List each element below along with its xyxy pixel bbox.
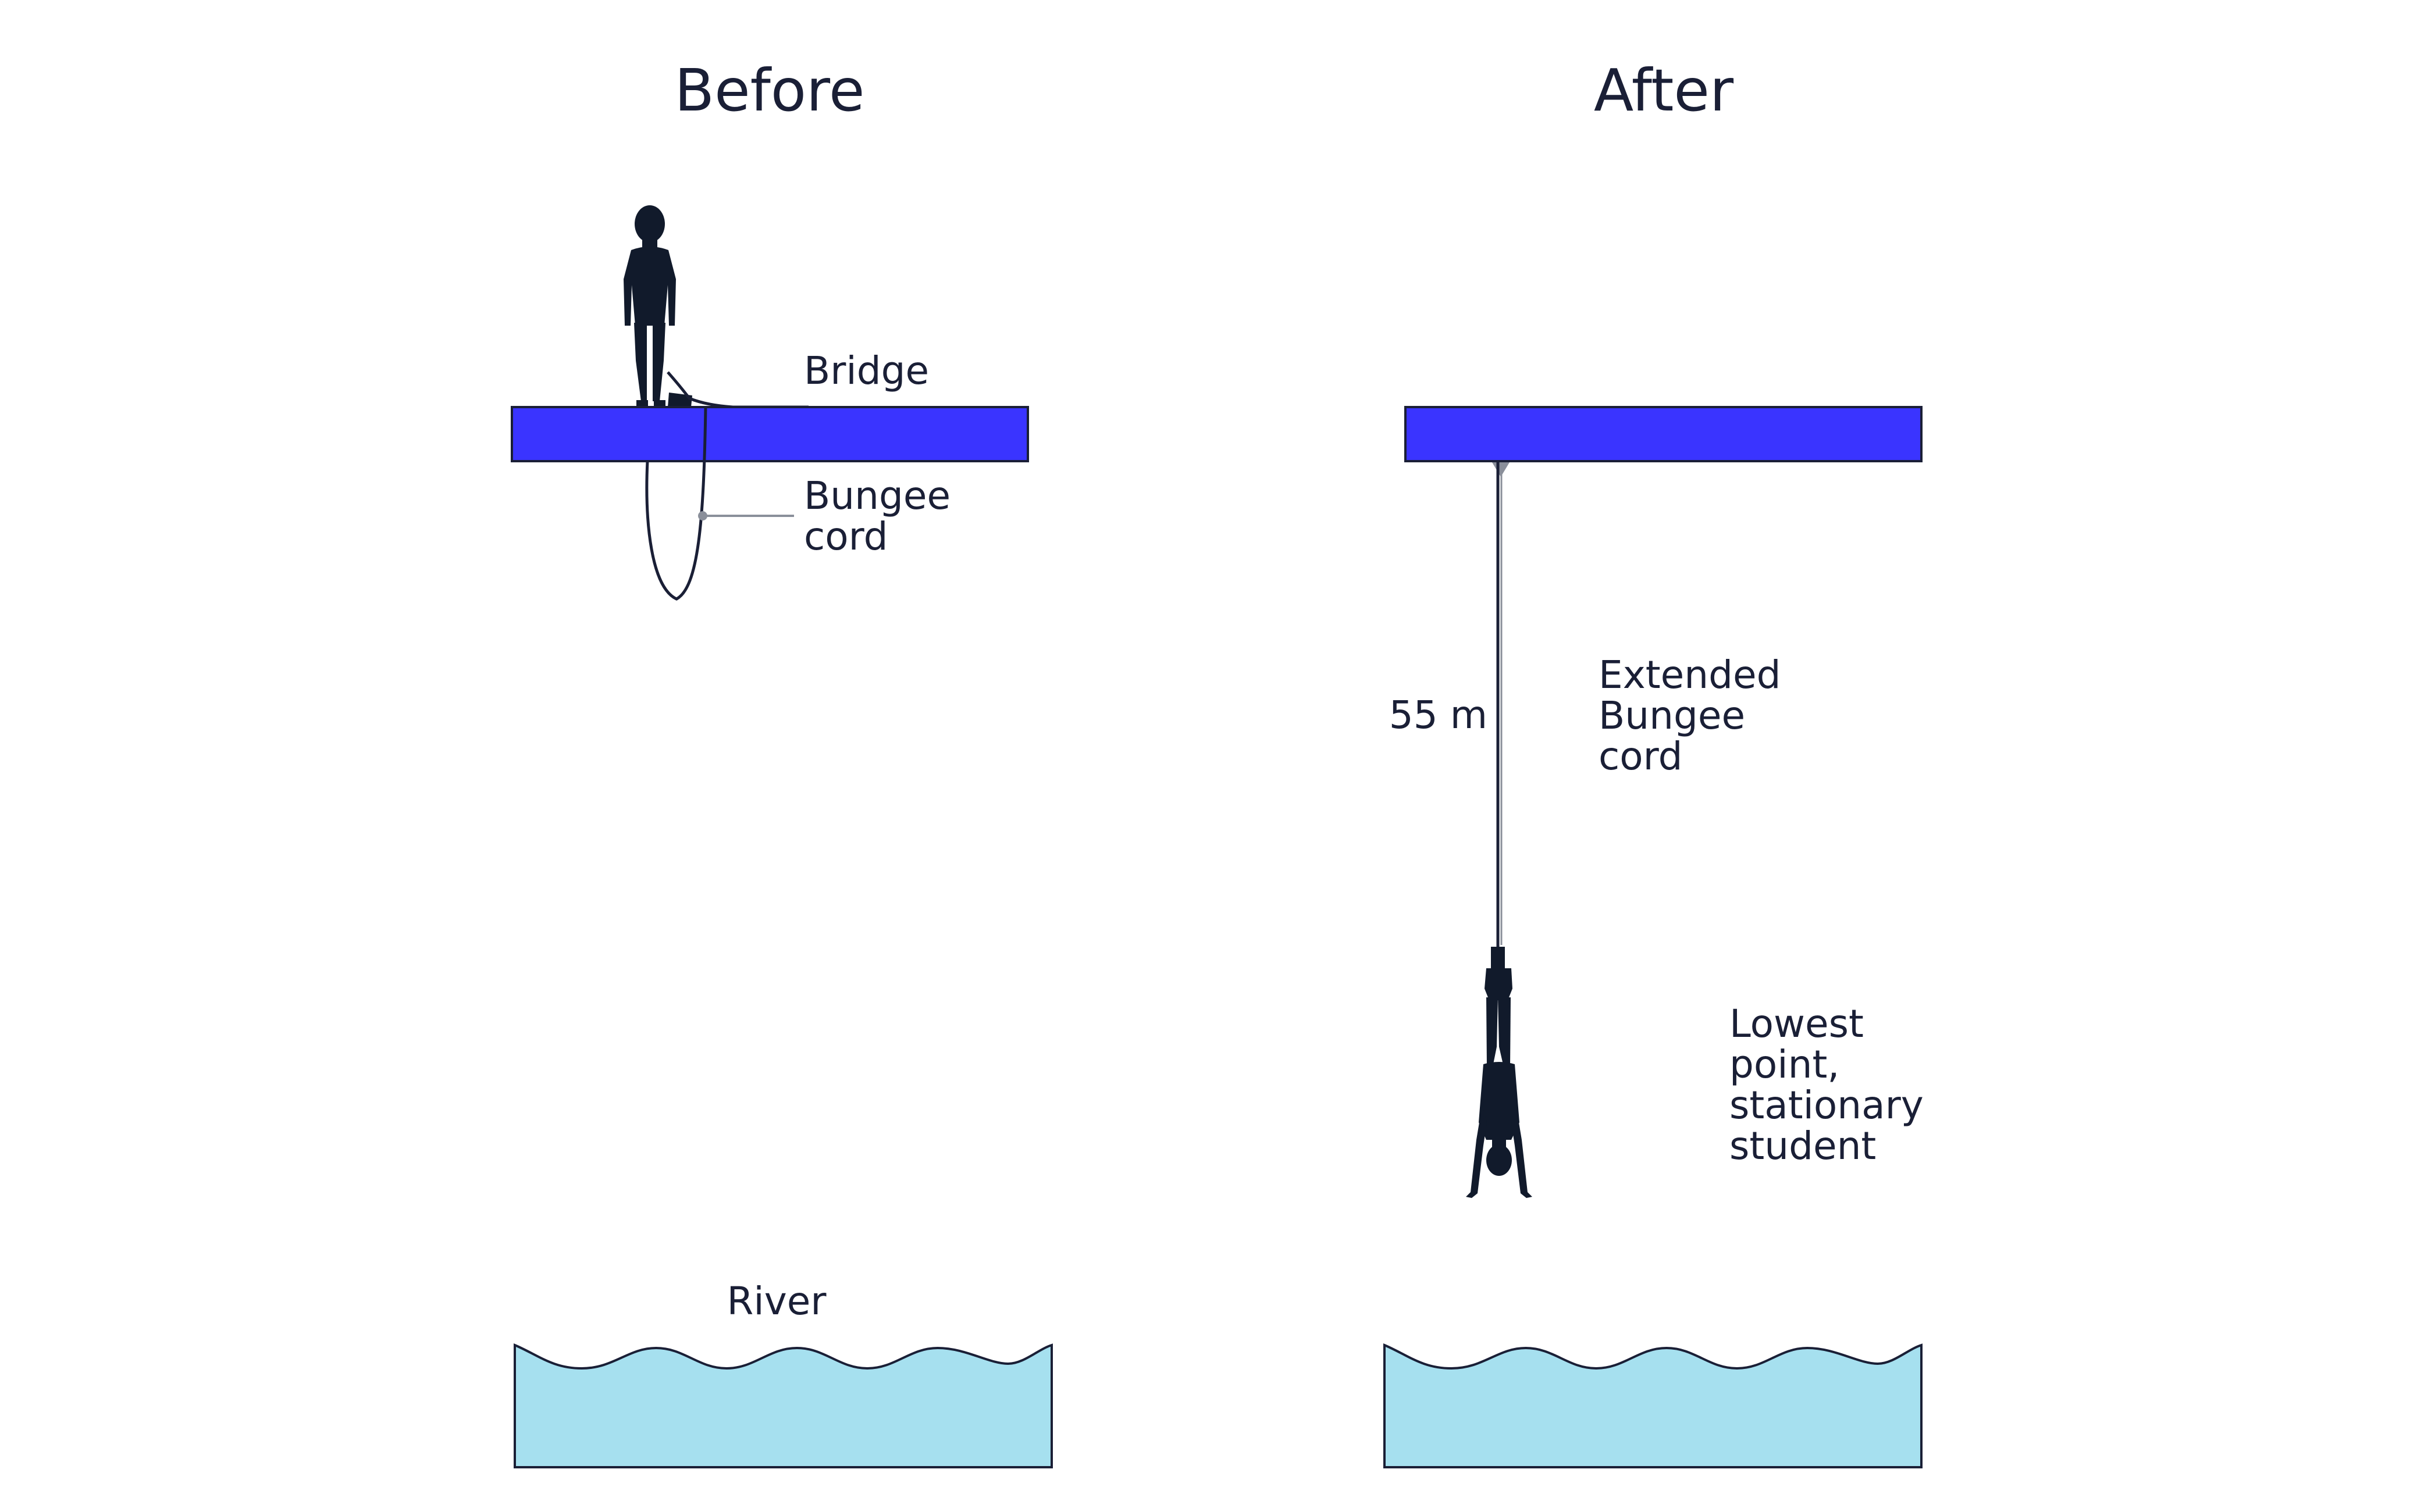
hanging-student [1466, 947, 1532, 1198]
bridge-label: Bridge [804, 348, 929, 393]
after-title: After [1594, 56, 1734, 124]
cord-label-line2: cord [804, 514, 888, 559]
before-title: Before [675, 56, 865, 124]
river-after [1383, 1343, 1923, 1468]
bridge-deck-before [511, 406, 1029, 462]
extended-label-line3: cord [1599, 734, 1683, 779]
distance-label: 55 m [1389, 693, 1487, 737]
bridge-deck-after [1404, 406, 1923, 462]
lowest-label-line3: stationary [1729, 1083, 1924, 1128]
cord-loop [645, 406, 707, 601]
river-label: River [727, 1279, 827, 1324]
river-before [514, 1343, 1053, 1468]
lowest-label-line1: Lowest [1729, 1001, 1864, 1046]
lowest-label-line2: point, [1729, 1042, 1839, 1087]
cord-label-line1: Bungee [804, 473, 951, 518]
cord-leader-dot [698, 511, 707, 520]
lowest-label-line4: student [1729, 1124, 1876, 1168]
standing-student [624, 205, 692, 407]
after-panel: After 55 m Extended Bungee cord Lowest p… [1383, 56, 1924, 1468]
before-panel: Before Bridge Bungee cord River [511, 56, 1053, 1468]
extended-label-line2: Bungee [1599, 693, 1745, 738]
extended-label-line1: Extended [1599, 652, 1781, 697]
